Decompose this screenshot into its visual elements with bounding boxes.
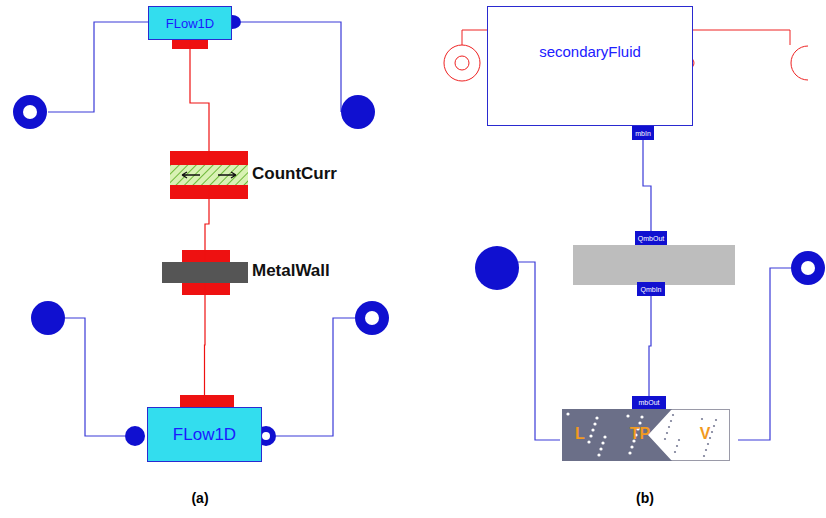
connector <box>649 296 651 396</box>
node-port: QmbOut <box>635 231 667 245</box>
connector <box>643 140 651 231</box>
panel-caption: (b) <box>636 490 654 506</box>
phase-label: V <box>700 425 711 443</box>
node-port: QmbIn <box>637 282 665 296</box>
component-name: secondaryFluid <box>488 43 692 60</box>
node-evap: L TP V <box>562 409 730 461</box>
port-label: mbOut <box>638 399 659 406</box>
phase-label: TP <box>630 425 650 443</box>
node-metal: MetalWall <box>162 262 248 283</box>
fluid-wire <box>48 22 355 436</box>
connector <box>205 185 209 262</box>
node-box: FLow1D <box>148 6 232 40</box>
metal-wall <box>573 245 735 285</box>
port-label: mbIn <box>635 130 651 137</box>
fluid-port <box>13 15 389 446</box>
node-outline: secondaryFluid <box>487 6 693 126</box>
counter-current-band <box>170 165 248 185</box>
heat-port <box>170 40 248 407</box>
component-name: CountCurr <box>252 164 337 184</box>
port-label: QmbIn <box>640 286 661 293</box>
connector <box>204 283 206 407</box>
connector <box>190 40 209 165</box>
flow-label: FLow1D <box>166 16 214 31</box>
port-label: QmbOut <box>638 235 664 242</box>
node-hatch: CountCurr <box>170 165 248 185</box>
panel-caption: (a) <box>191 490 208 506</box>
flow-label: FLow1D <box>173 425 236 445</box>
node-box: FLow1D <box>147 407 262 462</box>
phase-label: L <box>575 425 585 443</box>
node-port: mbIn <box>632 126 654 140</box>
node-port: mbOut <box>632 396 666 409</box>
metal-wall-band <box>162 262 248 283</box>
component-name: MetalWall <box>252 261 330 281</box>
